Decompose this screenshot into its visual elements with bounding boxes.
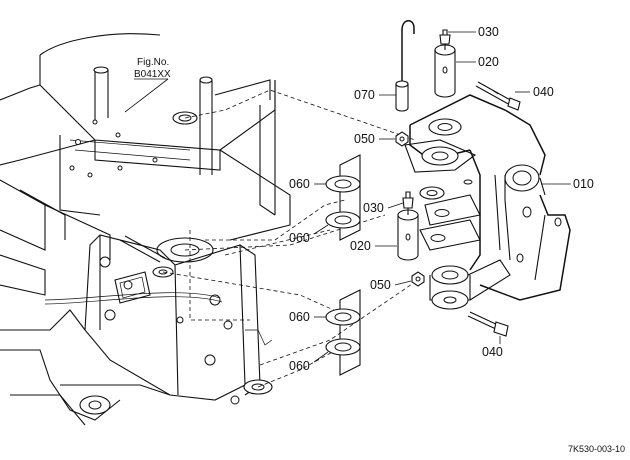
callout-030-mid: 030 [363, 201, 384, 215]
callout-050-top: 050 [354, 132, 375, 146]
pin-020-top [434, 29, 456, 98]
bolt-040-bot [467, 311, 509, 337]
drawing-code: 7K530-003-10 [568, 444, 625, 454]
nut-050-bot [411, 271, 425, 287]
callout-060-d: 060 [289, 359, 310, 373]
callout-020-mid: 020 [350, 239, 371, 253]
fig-no-label: Fig.No. [137, 57, 169, 68]
callout-070: 070 [354, 88, 375, 102]
pin-020-mid [397, 191, 419, 261]
callout-020-top: 020 [478, 55, 499, 69]
callout-010: 010 [573, 177, 594, 191]
figure-reference: Fig.No. B041XX [124, 57, 171, 113]
callout-030-top: 030 [478, 25, 499, 39]
machine-frame [0, 33, 291, 426]
callout-060-c: 060 [289, 310, 310, 324]
bolt-040-top [475, 81, 521, 111]
callout-060-b: 060 [289, 231, 310, 245]
washer-group-upper [325, 154, 361, 241]
callout-040-top: 040 [533, 85, 554, 99]
callout-060-a: 060 [289, 177, 310, 191]
hook-pin-070 [395, 20, 415, 112]
callout-050-bot: 050 [370, 278, 391, 292]
swing-bracket-010 [404, 94, 571, 310]
fig-no-value: B041XX [134, 69, 171, 80]
callout-040-bot: 040 [482, 345, 503, 359]
washer-group-lower [325, 289, 361, 376]
nut-050-top [395, 131, 409, 147]
callout-labels: 030 020 040 070 050 010 060 060 030 020 … [289, 25, 594, 373]
